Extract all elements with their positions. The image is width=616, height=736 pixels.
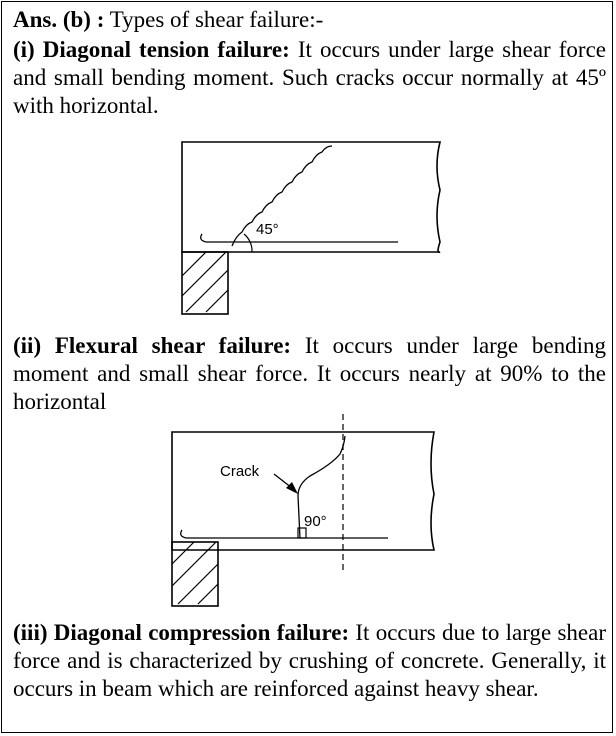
answer-prefix: Ans. (b) : bbox=[13, 7, 105, 32]
right-angle-marker bbox=[297, 527, 307, 539]
support-block bbox=[181, 251, 229, 315]
answer-header: Ans. (b) : Types of shear failure:- bbox=[13, 6, 606, 34]
crack-label: Crack bbox=[220, 463, 260, 480]
support-block bbox=[171, 541, 219, 607]
section-diagonal-tension: (i) Diagonal tension failure: It occurs … bbox=[13, 36, 606, 120]
figure-diagonal-tension: 45° bbox=[181, 141, 442, 315]
section-body: It occurs under large shear force and sm… bbox=[13, 37, 606, 118]
angle-label: 45° bbox=[256, 221, 279, 238]
reinforcement-bar bbox=[200, 233, 398, 243]
section-heading: (i) Diagonal tension failure: bbox=[13, 37, 290, 62]
crack-arrowhead bbox=[286, 482, 298, 494]
angle-label: 90° bbox=[304, 513, 327, 530]
section-body: It occurs due to large shear force and i… bbox=[13, 620, 606, 701]
reinforcement-bar bbox=[180, 529, 388, 539]
beam-outline bbox=[171, 431, 436, 551]
answer-title: Types of shear failure:- bbox=[104, 7, 324, 32]
section-diagonal-compression: (iii) Diagonal compression failure: It o… bbox=[13, 619, 606, 703]
support-hatching bbox=[181, 251, 229, 313]
support-hatching bbox=[171, 541, 219, 605]
angle-arc bbox=[243, 233, 253, 253]
beam-outline bbox=[181, 141, 442, 254]
diagonal-crack bbox=[231, 145, 333, 247]
section-flexural-shear: (ii) Flexural shear failure: It occurs u… bbox=[13, 332, 606, 416]
section-heading: (iii) Diagonal compression failure: bbox=[13, 620, 350, 645]
section-heading: (ii) Flexural shear failure: bbox=[13, 333, 292, 358]
figure-flexural-shear: Crack 90° bbox=[171, 414, 436, 607]
flexural-crack bbox=[297, 435, 346, 539]
section-body: It occurs under large bending moment and… bbox=[13, 333, 606, 414]
